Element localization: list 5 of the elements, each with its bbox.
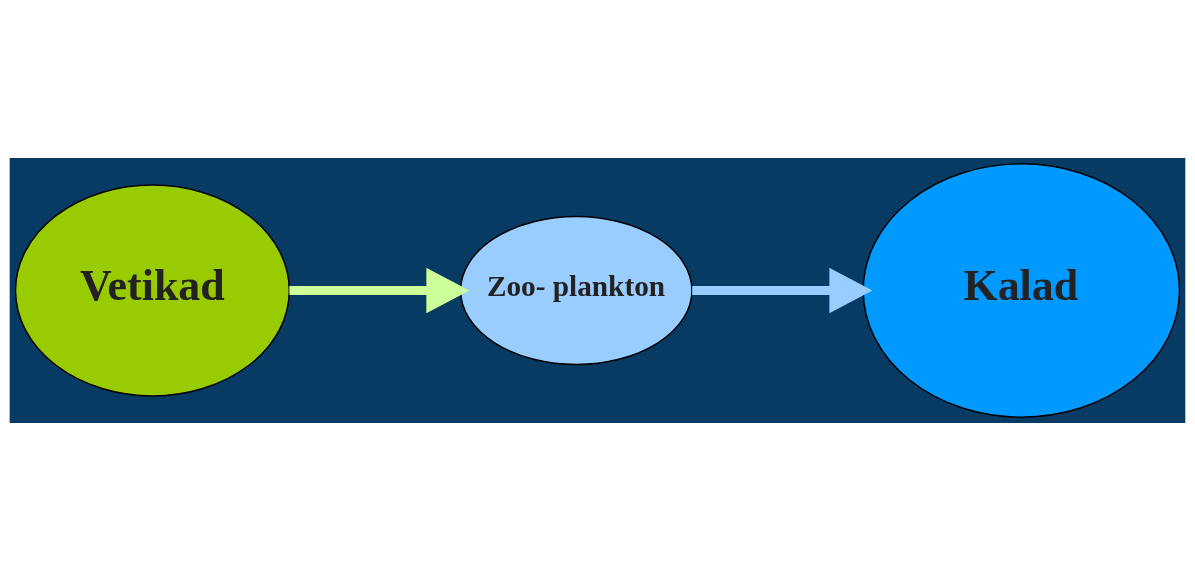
arrow (289, 267, 470, 314)
node-ellipse: Vetikad (14, 184, 291, 397)
node-ellipse: Zoo- plankton (459, 215, 693, 366)
arrow (692, 267, 873, 314)
node-ellipse: Kalad (862, 163, 1181, 418)
